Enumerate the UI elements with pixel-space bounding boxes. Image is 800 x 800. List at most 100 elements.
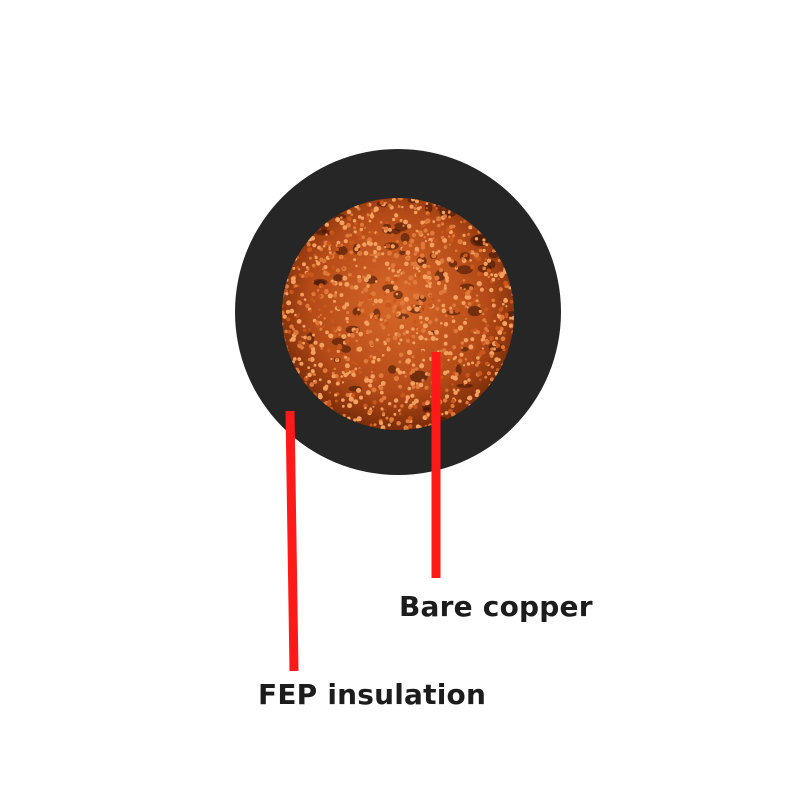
copper-strand bbox=[411, 334, 416, 339]
copper-strand bbox=[423, 228, 428, 233]
copper-strand bbox=[370, 374, 376, 379]
copper-strand bbox=[457, 239, 463, 245]
copper-strand bbox=[445, 279, 449, 283]
copper-strand bbox=[417, 258, 422, 263]
strand-gap bbox=[312, 278, 328, 286]
copper-strand bbox=[448, 408, 453, 414]
copper-strand bbox=[411, 401, 416, 406]
copper-strand bbox=[326, 348, 331, 353]
copper-strand bbox=[402, 316, 406, 320]
copper-strand bbox=[387, 333, 390, 337]
copper-strand bbox=[297, 268, 301, 271]
copper-strand bbox=[284, 284, 289, 289]
copper-strand bbox=[387, 423, 391, 427]
strand-gap bbox=[333, 274, 344, 282]
copper-strand bbox=[457, 358, 463, 363]
copper-strand bbox=[331, 371, 335, 375]
copper-strand bbox=[491, 277, 496, 282]
copper-strand bbox=[498, 358, 501, 361]
copper-strand bbox=[462, 279, 466, 282]
copper-strand bbox=[425, 284, 429, 288]
copper-strand bbox=[394, 213, 399, 218]
copper-strand bbox=[397, 205, 401, 208]
copper-strand bbox=[398, 384, 403, 389]
copper-strand bbox=[362, 275, 366, 279]
copper-strand bbox=[469, 259, 472, 262]
copper-strand bbox=[405, 256, 411, 261]
copper-strand bbox=[378, 385, 384, 391]
copper-strand bbox=[349, 240, 355, 246]
copper-strand bbox=[353, 292, 357, 295]
copper-strand bbox=[392, 299, 397, 303]
copper-strand bbox=[453, 376, 458, 381]
copper-strand bbox=[318, 378, 322, 382]
copper-strand bbox=[422, 358, 426, 362]
copper-strand bbox=[357, 308, 360, 311]
copper-strand bbox=[443, 322, 449, 327]
copper-strand bbox=[426, 413, 430, 417]
copper-strand bbox=[369, 285, 373, 289]
copper-strand bbox=[403, 425, 409, 430]
copper-strand bbox=[476, 281, 482, 287]
copper-strand bbox=[509, 299, 514, 304]
copper-strand bbox=[412, 279, 418, 285]
copper-strand bbox=[407, 386, 412, 391]
copper-strand bbox=[342, 257, 346, 261]
copper-strand bbox=[440, 222, 445, 226]
copper-strand bbox=[365, 390, 371, 396]
copper-strand bbox=[503, 331, 506, 335]
copper-strand bbox=[384, 226, 389, 231]
copper-strand bbox=[330, 357, 333, 361]
copper-strand bbox=[353, 258, 357, 262]
copper-strand bbox=[440, 321, 443, 325]
copper-strand bbox=[382, 395, 387, 401]
strand-gap bbox=[400, 233, 410, 243]
copper-strand bbox=[368, 264, 372, 268]
copper-strand bbox=[385, 416, 389, 420]
copper-strand bbox=[289, 338, 293, 342]
copper-strand bbox=[487, 275, 491, 279]
copper-strand bbox=[309, 272, 314, 278]
copper-strand bbox=[370, 312, 375, 316]
copper-strand bbox=[357, 275, 362, 279]
copper-strand bbox=[404, 375, 407, 378]
copper-strand bbox=[463, 320, 467, 325]
copper-strand bbox=[422, 342, 427, 347]
copper-strand bbox=[392, 335, 398, 341]
copper-strand bbox=[396, 312, 399, 315]
copper-strand bbox=[478, 354, 482, 358]
copper-strand bbox=[364, 377, 370, 383]
copper-strand bbox=[296, 319, 302, 324]
copper-strand bbox=[303, 298, 307, 301]
copper-strand bbox=[446, 370, 450, 374]
copper-strand bbox=[357, 207, 361, 211]
copper-strand bbox=[357, 346, 363, 352]
copper-strand bbox=[445, 314, 448, 318]
copper-strand bbox=[339, 293, 344, 298]
copper-strand bbox=[330, 319, 335, 324]
copper-strand bbox=[399, 300, 405, 306]
copper-strand bbox=[476, 360, 481, 365]
copper-strand bbox=[328, 391, 332, 394]
copper-strand bbox=[391, 309, 396, 313]
copper-strand bbox=[437, 299, 441, 303]
copper-strand bbox=[289, 289, 294, 295]
copper-strand bbox=[318, 283, 324, 289]
copper-strand bbox=[387, 227, 392, 232]
copper-strand bbox=[357, 250, 363, 256]
copper-strand bbox=[298, 273, 302, 277]
copper-strand bbox=[351, 372, 356, 377]
copper-strand bbox=[343, 239, 348, 244]
copper-strand bbox=[345, 393, 350, 397]
copper-strand bbox=[388, 203, 392, 208]
copper-strand bbox=[330, 279, 334, 283]
copper-strand bbox=[334, 291, 338, 294]
copper-strand bbox=[415, 424, 421, 429]
copper-strand bbox=[410, 381, 416, 386]
copper-strand bbox=[396, 240, 399, 243]
copper-strand bbox=[450, 398, 456, 404]
copper-strand bbox=[400, 404, 404, 408]
copper-strand bbox=[398, 352, 404, 358]
copper-strand bbox=[322, 385, 328, 391]
copper-strand bbox=[397, 273, 401, 278]
